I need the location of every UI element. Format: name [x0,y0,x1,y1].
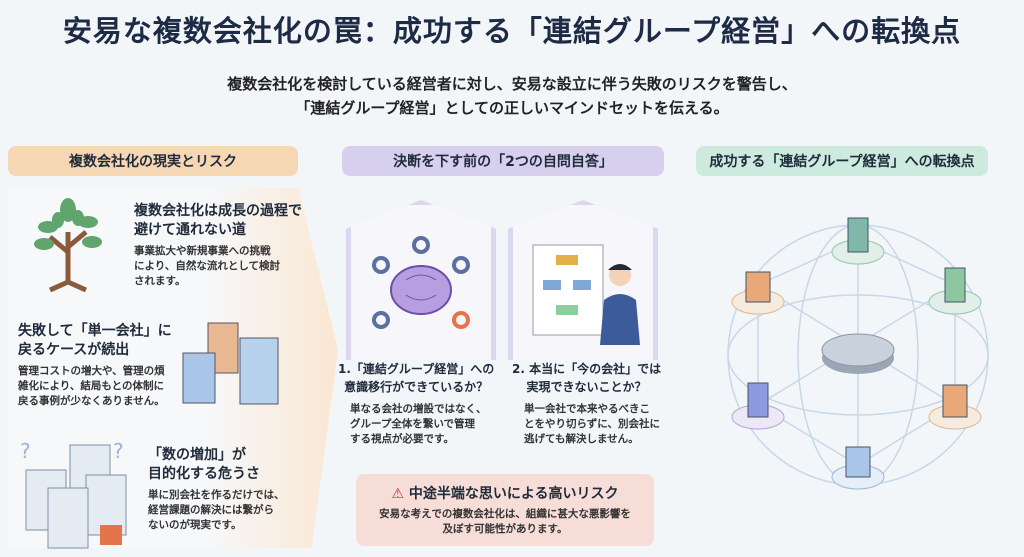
section-header-left: 複数会社化の現実とリスク [8,146,298,176]
section-header-right: 成功する「連結グループ経営」への転換点 [696,146,988,176]
person-flowchart-icon [532,244,640,345]
warning-icon: ⚠ [391,486,409,502]
svg-text:?: ? [20,440,31,463]
server-stack-icon: ?? [20,440,127,549]
risk-callout: ⚠ 中途半端な思いによる高いリスク 安易な考えでの複数会社化は、組織に甚大な悪影… [356,474,654,546]
left-item-revert: 失敗して「単一会社」に戻るケースが続出 管理コストの増大や、管理の煩雑化により、… [18,323,172,407]
question-2: 2. 本当に「今の会社」では実現できないことか？ 単一会社で本来やるべきことをや… [512,362,662,445]
tree-icon [34,198,102,292]
buildings-icon [182,322,279,405]
svg-text:?: ? [113,440,124,463]
question-1: 1.「連結グループ経営」への意識移行ができているか？ 単なる会社の増設ではなく、… [338,362,495,445]
subtitle: 複数会社化を検討している経営者に対し、安易な設立に伴う失敗のリスクを警告し、「連… [0,72,1024,120]
left-item-number-risk: 「数の増加」が目的化する危うさ 単に別会社を作るだけでは、経営課題の解決には繋が… [148,447,285,531]
group-network-diagram [727,217,989,490]
page-title: 安易な複数会社化の罠：成功する「連結グループ経営」への転換点 [62,14,962,48]
subtitle-line: 複数会社化を検討している経営者に対し、安易な設立に伴う失敗のリスクを警告し、 [227,75,797,93]
brain-gears-icon [372,236,470,329]
subtitle-line: 「連結グループ経営」としての正しいマインドセットを伝える。 [295,99,729,117]
left-item-growth: 複数会社化は成長の過程で避けて通れない道 事業拡大や新規事業への挑戦により、自然… [134,203,302,287]
section-header-middle: 決断を下す前の「2つの自問自答」 [342,146,664,176]
building-nodes [731,217,982,490]
